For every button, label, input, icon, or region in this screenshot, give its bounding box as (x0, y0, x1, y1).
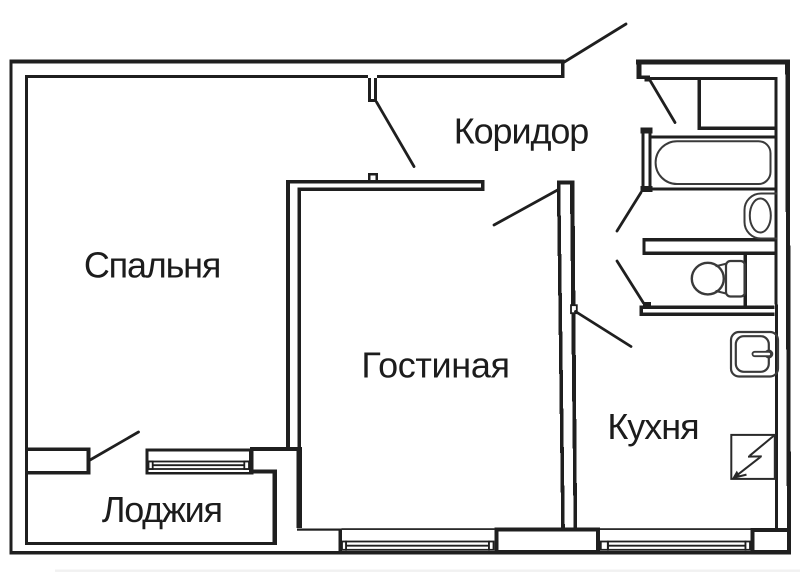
svg-text:Коридор: Коридор (454, 111, 589, 152)
svg-text:Спальня: Спальня (84, 245, 220, 286)
svg-text:Гостиная: Гостиная (361, 345, 509, 386)
svg-text:Лоджия: Лоджия (102, 489, 222, 530)
svg-text:Кухня: Кухня (607, 406, 698, 447)
